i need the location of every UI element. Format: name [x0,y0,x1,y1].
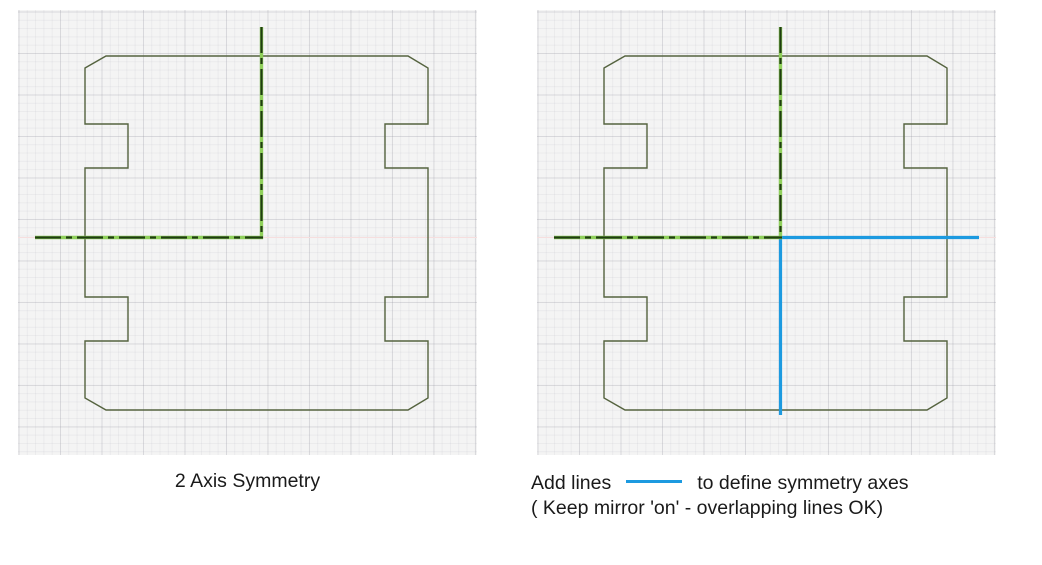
caption-right-line-1: Add lines to define symmetry axes [531,472,1042,497]
cad-drawing-right [537,27,996,415]
cad-canvas-right[interactable] [537,10,996,455]
caption-right: Add lines to define symmetry axes ( Keep … [531,472,1042,522]
caption-left-text: 2 Axis Symmetry [174,470,321,492]
cad-drawing-left [18,27,477,411]
cad-canvas-left[interactable] [18,10,477,455]
caption-right-line-2: ( Keep mirror 'on' - overlapping lines O… [531,497,884,519]
caption-left: 2 Axis Symmetry [18,470,477,493]
caption-right-text-b: to define symmetry axes [697,472,909,494]
part-outline[interactable] [603,55,948,411]
part-outline[interactable] [84,55,429,411]
caption-right-text-a: Add lines [531,472,612,494]
blue-line-legend-swatch-icon [626,480,683,484]
